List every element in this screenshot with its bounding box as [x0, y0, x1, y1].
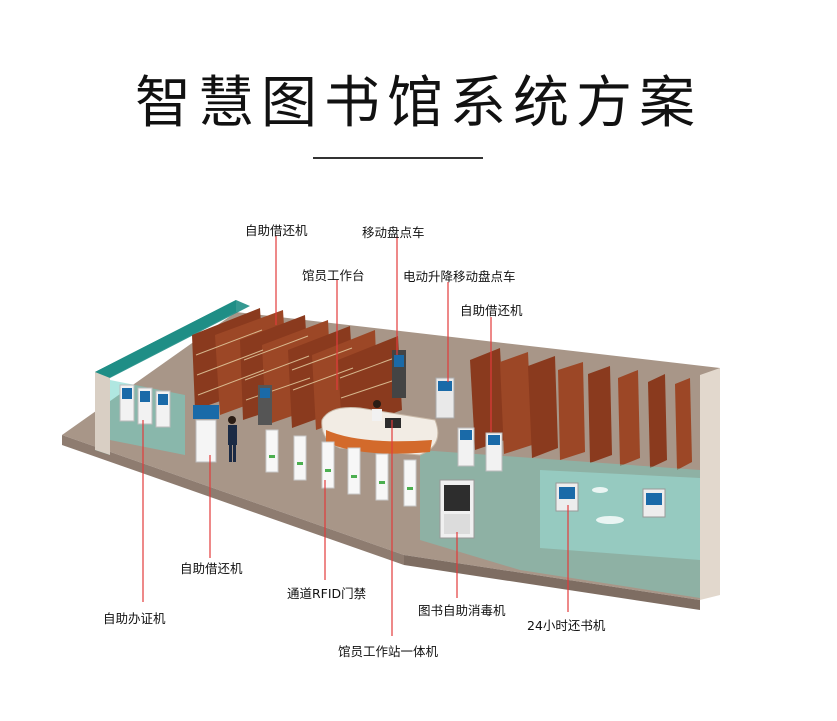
label-self-service-kiosk-left: 自助借还机 [180, 561, 243, 576]
right-wall-end [700, 368, 720, 600]
mobile-inventory-cart [392, 350, 406, 398]
label-book-sterilizer: 图书自助消毒机 [418, 603, 506, 618]
staff-figure-desk [372, 400, 382, 421]
label-electric-lift-inventory-cart: 电动升降移动盘点车 [403, 269, 516, 284]
floor-right-edge [404, 555, 700, 610]
label-return-24h: 24小时还书机 [527, 618, 606, 633]
return-24h-machines [555, 482, 666, 524]
label-self-service-kiosk-top: 自助借还机 [245, 223, 308, 238]
rfid-gates [265, 429, 417, 507]
librarian-workstation-stand [258, 385, 272, 425]
electric-lift-inventory-cart [435, 377, 455, 419]
book-sterilizer [439, 479, 475, 539]
back-bookshelves [192, 308, 402, 432]
floor-front-edge [62, 435, 404, 565]
label-self-service-kiosk-right: 自助借还机 [460, 303, 523, 318]
title-divider [313, 157, 483, 159]
label-librarian-workstation: 馆员工作台 [302, 268, 365, 283]
label-rfid-gate: 通道RFID门禁 [287, 586, 367, 601]
label-self-service-card-machine: 自助办证机 [103, 611, 166, 626]
self-service-card-machines [119, 384, 171, 428]
staff-figure-left [228, 416, 237, 462]
page-title: 智慧图书馆系统方案 [135, 71, 702, 136]
label-mobile-inventory-cart: 移动盘点车 [362, 225, 425, 240]
right-bookshelves [470, 348, 692, 470]
left-wall-end [95, 372, 110, 455]
self-service-kiosk-left [193, 405, 219, 463]
label-librarian-all-in-one: 馆员工作站一体机 [338, 644, 439, 659]
leader-lines [142, 236, 569, 636]
self-service-kiosks-center [457, 427, 503, 472]
